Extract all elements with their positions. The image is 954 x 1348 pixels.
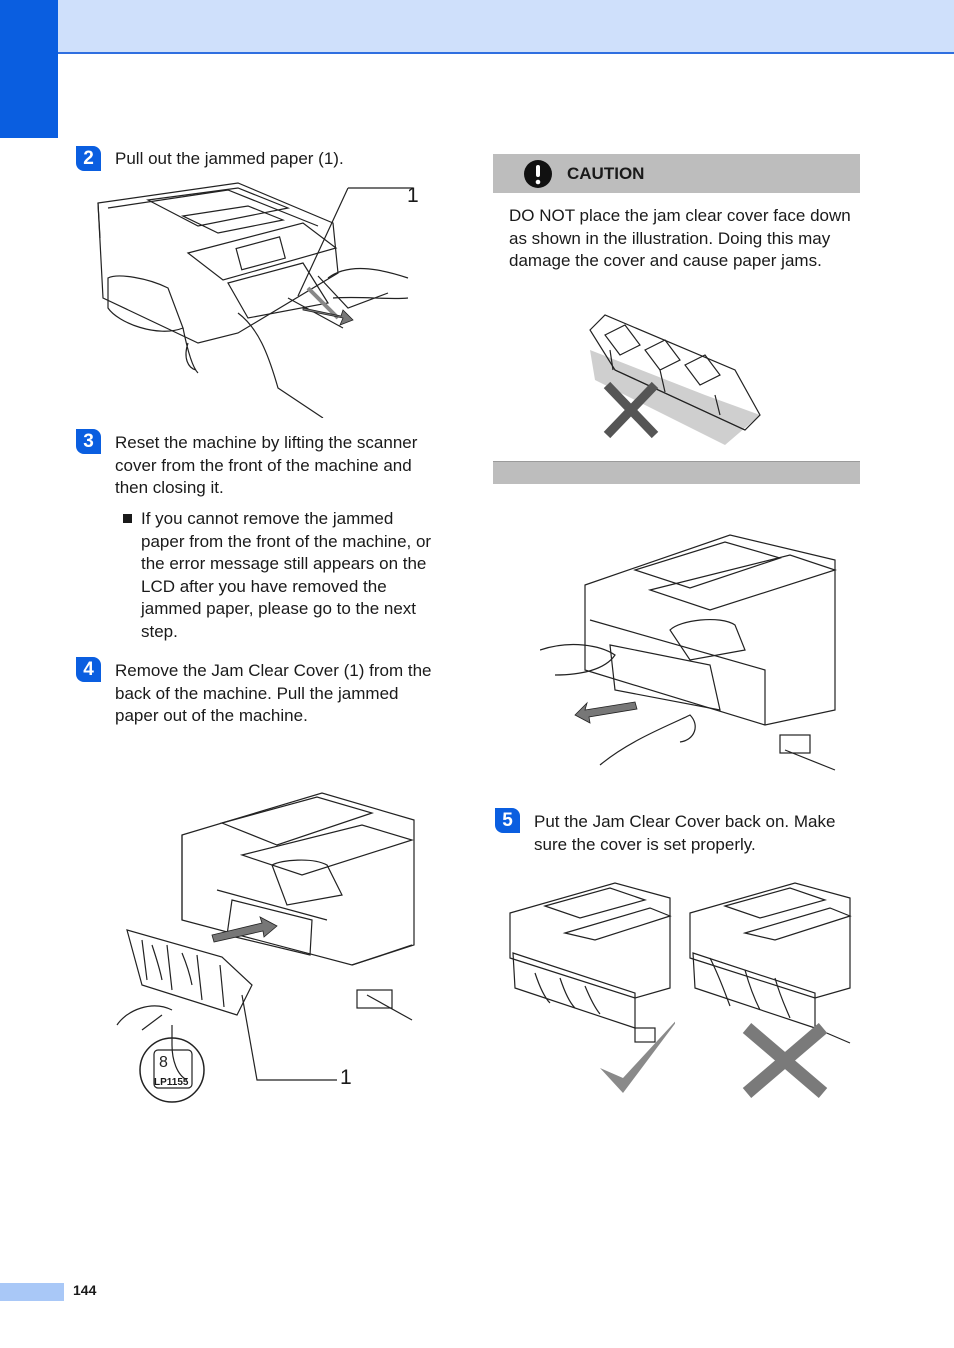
step-2-text: Pull out the jammed paper (1). xyxy=(115,149,344,168)
step-4-badge: 4 xyxy=(76,657,101,682)
bullet-marker xyxy=(123,514,132,523)
step-5-text: Put the Jam Clear Cover back on. Make su… xyxy=(534,812,836,854)
icon-code-label: LP1155 xyxy=(154,1077,189,1088)
time-icon-glyph: 8 xyxy=(159,1054,168,1071)
figure-cover-incorrect xyxy=(689,882,852,1098)
figure-cover-correct xyxy=(509,882,675,1093)
caution-text: DO NOT place the jam clear cover face do… xyxy=(509,206,851,270)
step-2-badge: 2 xyxy=(76,146,101,171)
exclamation-icon xyxy=(524,160,552,188)
footer-band xyxy=(0,1283,64,1301)
figure-remove-jam-clear-cover: 8 xyxy=(116,792,415,1103)
step-3-text: Reset the machine by lifting the scanner… xyxy=(115,433,418,497)
step-4-text: Remove the Jam Clear Cover (1) from the … xyxy=(115,661,432,725)
page-number: 144 xyxy=(73,1282,97,1298)
caution-end-bar xyxy=(493,461,860,484)
caution-label: CAUTION xyxy=(567,164,645,183)
step-3-bullet-text: If you cannot remove the jammed paper fr… xyxy=(141,509,432,641)
header-band xyxy=(0,0,954,54)
callout-1-paper: 1 xyxy=(407,184,419,207)
step-5-badge: 5 xyxy=(495,808,520,833)
callout-1-cover: 1 xyxy=(340,1066,352,1089)
figure-pull-paper-from-back xyxy=(540,534,837,771)
step-3-badge: 3 xyxy=(76,429,101,454)
chapter-tab xyxy=(0,0,58,138)
caution-bar xyxy=(493,154,860,193)
figure-cover-face-down xyxy=(589,314,761,445)
figure-pull-jammed-paper xyxy=(97,182,413,418)
